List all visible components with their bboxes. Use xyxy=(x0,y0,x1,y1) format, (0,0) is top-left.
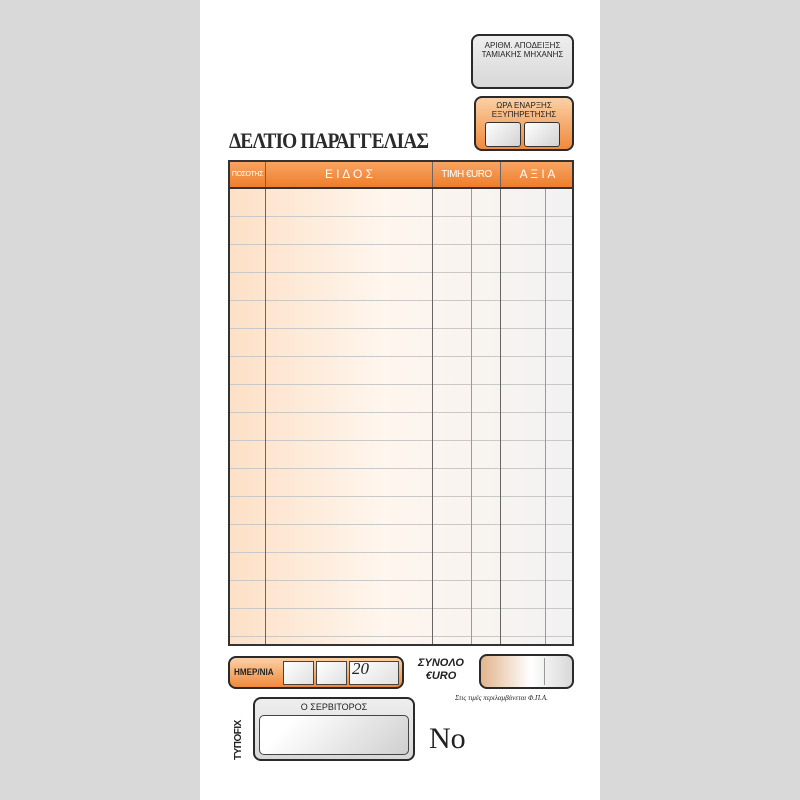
service-start-line1: ΩΡΑ ΕΝΑΡΞΗΣ xyxy=(496,101,552,110)
date-year-field[interactable] xyxy=(349,661,399,685)
vat-note: Στις τιμές περιλαμβάνεται Φ.Π.Α. xyxy=(455,694,548,702)
column-divider xyxy=(265,189,266,644)
header-price: ΤΙΜΗ €URO xyxy=(441,169,492,180)
waiter-field[interactable] xyxy=(259,715,409,755)
waiter-box: Ο ΣΕΡΒΙΤΟΡΟΣ xyxy=(253,697,415,761)
date-box: ΗΜΕΡ/ΝΙΑ xyxy=(228,656,404,689)
total-field[interactable] xyxy=(479,654,574,689)
table-header: ΠΟΣΟΤΗΣ Ε Ι Δ Ο Σ ΤΙΜΗ €URO Α Ξ Ι Α xyxy=(230,162,572,189)
column-divider xyxy=(471,189,472,644)
service-hour-field[interactable] xyxy=(485,122,521,147)
total-label-line1: ΣΥΝΟΛΟ xyxy=(418,657,464,669)
order-table: ΠΟΣΟΤΗΣ Ε Ι Δ Ο Σ ΤΙΜΗ €URO Α Ξ Ι Α xyxy=(228,160,574,646)
date-day-field[interactable] xyxy=(283,661,314,685)
column-divider xyxy=(432,189,433,644)
date-month-field[interactable] xyxy=(316,661,347,685)
waiter-label: Ο ΣΕΡΒΙΤΟΡΟΣ xyxy=(300,702,368,712)
receipt-number-box[interactable]: ΑΡΙΘΜ. ΑΠΟΔΕΙΞΗΣ ΤΑΜΙΑΚΗΣ ΜΗΧΑΝΗΣ xyxy=(471,34,574,89)
column-divider xyxy=(500,189,501,644)
receipt-label-line1: ΑΡΙΘΜ. ΑΠΟΔΕΙΞΗΣ xyxy=(484,41,561,50)
total-label-line2: €URO xyxy=(425,670,457,682)
header-quantity: ΠΟΣΟΤΗΣ xyxy=(231,171,264,178)
table-body[interactable] xyxy=(230,189,572,644)
service-minute-field[interactable] xyxy=(524,122,560,147)
header-divider xyxy=(432,162,433,187)
column-divider xyxy=(545,189,546,644)
header-item: Ε Ι Δ Ο Σ xyxy=(324,167,374,181)
brand-logo: ΤΥΠΟFIX xyxy=(233,720,244,760)
number-label: No xyxy=(429,722,466,755)
date-label: ΗΜΕΡ/ΝΙΑ xyxy=(234,667,274,677)
document-title: ΔΕΛΤΙΟ ΠΑΡΑΓΓΕΛΙΑΣ xyxy=(229,128,429,153)
header-divider xyxy=(500,162,501,187)
header-value: Α Ξ Ι Α xyxy=(519,167,556,181)
total-divider xyxy=(544,658,545,685)
service-start-box: ΩΡΑ ΕΝΑΡΞΗΣ ΕΞΥΠΗΡΕΤΗΣΗΣ xyxy=(474,96,574,151)
year-prefix: 20 xyxy=(352,659,369,678)
header-divider xyxy=(265,162,266,187)
total-label: ΣΥΝΟΛΟ €URO xyxy=(418,657,464,683)
receipt-label-line2: ΤΑΜΙΑΚΗΣ ΜΗΧΑΝΗΣ xyxy=(481,50,564,59)
service-start-line2: ΕΞΥΠΗΡΕΤΗΣΗΣ xyxy=(491,110,557,119)
